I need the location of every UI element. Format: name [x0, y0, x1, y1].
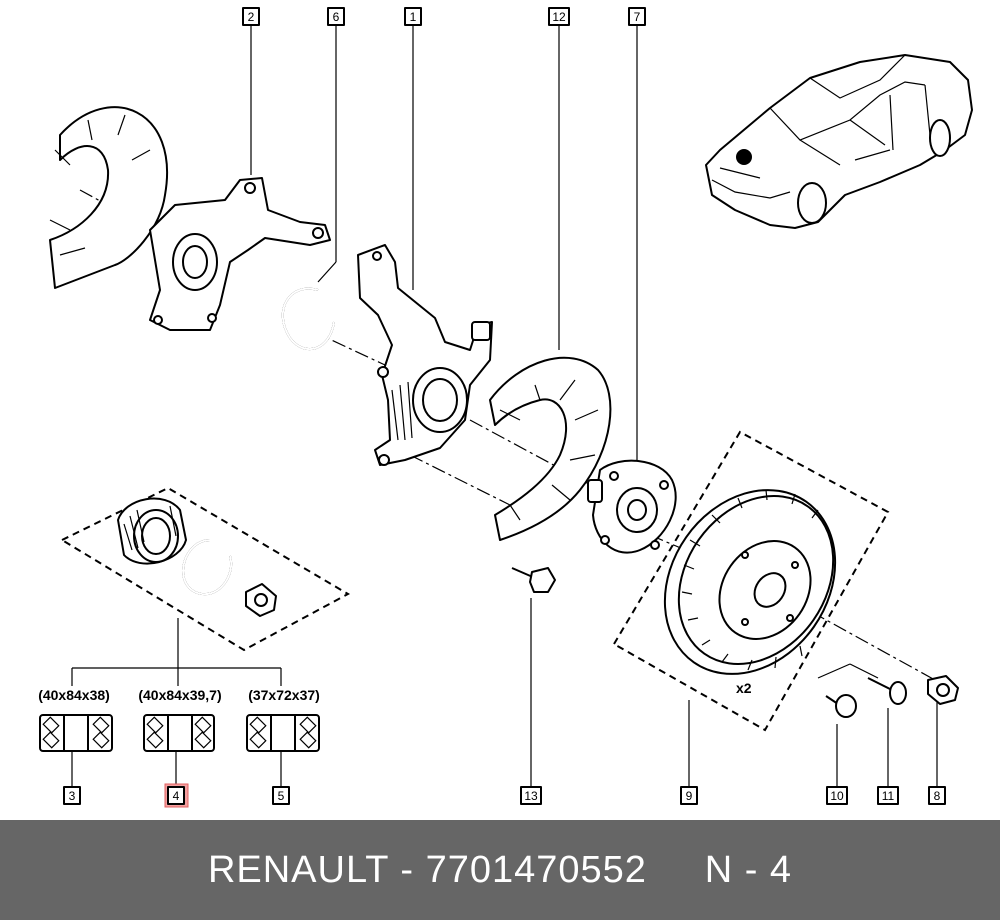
steering-knuckle-left	[149, 177, 331, 331]
callout-11: 11	[877, 786, 899, 805]
steering-knuckle	[357, 244, 493, 466]
callout-3: 3	[63, 786, 81, 805]
svg-text:7: 7	[634, 10, 641, 24]
circlip	[281, 287, 335, 350]
svg-text:1: 1	[410, 10, 417, 24]
leader-lines	[71, 26, 938, 786]
part-number-caption: RENAULT - 7701470552 N - 4	[207, 848, 793, 891]
callout-9: 9	[680, 786, 698, 805]
bolt-11	[867, 677, 907, 705]
exploded-view-diagram: x2	[38, 7, 973, 808]
wheel-nut-8	[927, 675, 959, 705]
svg-text:4: 4	[173, 789, 180, 803]
bearing-size-label: (40x84x39,7)	[138, 687, 221, 703]
svg-text:13: 13	[524, 789, 538, 803]
bearing-symbol-3	[39, 714, 113, 752]
quantity-note: x2	[736, 680, 752, 696]
bearing-size-label: (40x84x38)	[38, 687, 110, 703]
callout-4-highlighted: 4	[164, 783, 189, 808]
svg-text:5: 5	[278, 789, 285, 803]
wheel-hub	[587, 459, 677, 554]
svg-text:3: 3	[69, 789, 76, 803]
screw-13	[511, 567, 556, 593]
callout-8: 8	[928, 786, 946, 805]
callout-7: 7	[628, 7, 646, 26]
bearing-symbols	[39, 714, 320, 752]
svg-text:11: 11	[882, 789, 895, 803]
svg-text:9: 9	[686, 789, 693, 803]
callout-labels: 2 6 1 12 7 3 4 5	[63, 7, 946, 808]
bearing-kit	[59, 486, 351, 652]
brake-disc	[612, 430, 890, 732]
dust-shield	[489, 356, 612, 541]
svg-text:8: 8	[934, 789, 941, 803]
callout-12: 12	[548, 7, 570, 26]
bearing-symbol-5	[246, 714, 320, 752]
bearing-size-label: (37x72x37)	[248, 687, 320, 703]
svg-text:2: 2	[248, 10, 255, 24]
callout-1: 1	[404, 7, 422, 26]
bolt-10	[825, 694, 857, 718]
callout-2: 2	[242, 7, 260, 26]
callout-5: 5	[272, 786, 290, 805]
svg-text:6: 6	[333, 10, 340, 24]
svg-text:10: 10	[830, 789, 844, 803]
car-illustration	[705, 54, 973, 229]
bearing-symbol-4	[143, 714, 215, 752]
callout-6: 6	[327, 7, 345, 26]
footer-bar: RENAULT - 7701470552 N - 4	[0, 820, 1000, 920]
callout-10: 10	[826, 786, 848, 805]
svg-text:12: 12	[552, 10, 566, 24]
dust-shield-left	[49, 106, 168, 289]
callout-13: 13	[520, 786, 542, 805]
